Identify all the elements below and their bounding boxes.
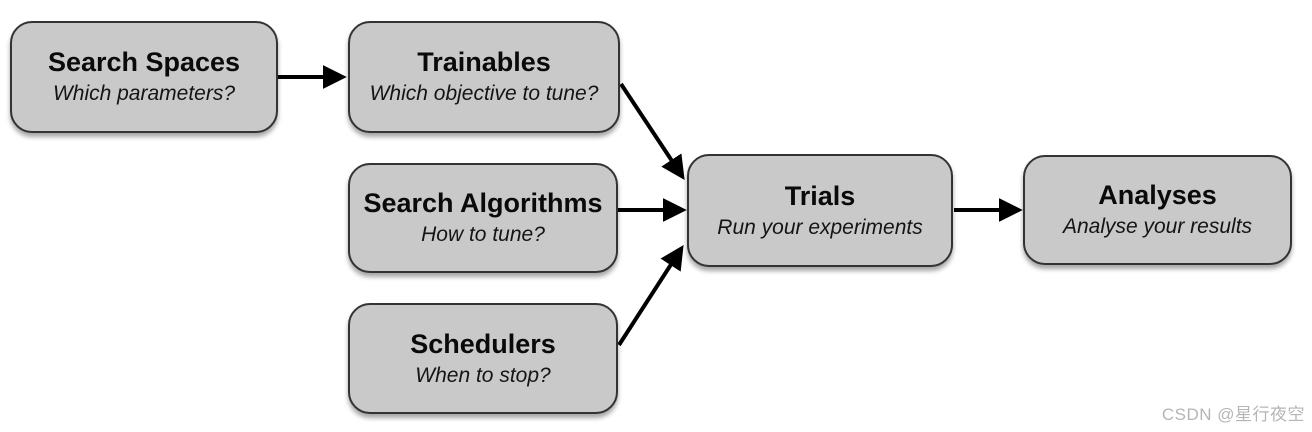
node-title: Trials: [784, 180, 856, 211]
node-search-spaces: Search Spaces Which parameters?: [10, 21, 278, 133]
node-subtitle: Analyse your results: [1062, 215, 1253, 239]
node-subtitle: Which parameters?: [52, 82, 236, 106]
node-search-algorithms: Search Algorithms How to tune?: [348, 163, 618, 273]
node-analyses: Analyses Analyse your results: [1023, 155, 1292, 265]
arrow-schedulers-to-trials: [617, 244, 684, 347]
arrow-trainables-to-trials: [619, 82, 685, 181]
node-title: Schedulers: [410, 328, 556, 359]
node-subtitle: Run your experiments: [717, 215, 923, 239]
node-subtitle: Which objective to tune?: [369, 82, 599, 106]
node-trials: Trials Run your experiments: [687, 154, 953, 267]
node-title: Trainables: [417, 47, 551, 78]
node-title: Search Algorithms: [363, 188, 603, 219]
node-subtitle: When to stop?: [415, 363, 551, 387]
node-trainables: Trainables Which objective to tune?: [348, 21, 620, 133]
node-title: Analyses: [1098, 180, 1217, 211]
watermark: CSDN @星行夜空: [1161, 405, 1305, 424]
node-subtitle: How to tune?: [421, 223, 545, 247]
node-schedulers: Schedulers When to stop?: [348, 303, 618, 414]
node-title: Search Spaces: [47, 47, 241, 78]
